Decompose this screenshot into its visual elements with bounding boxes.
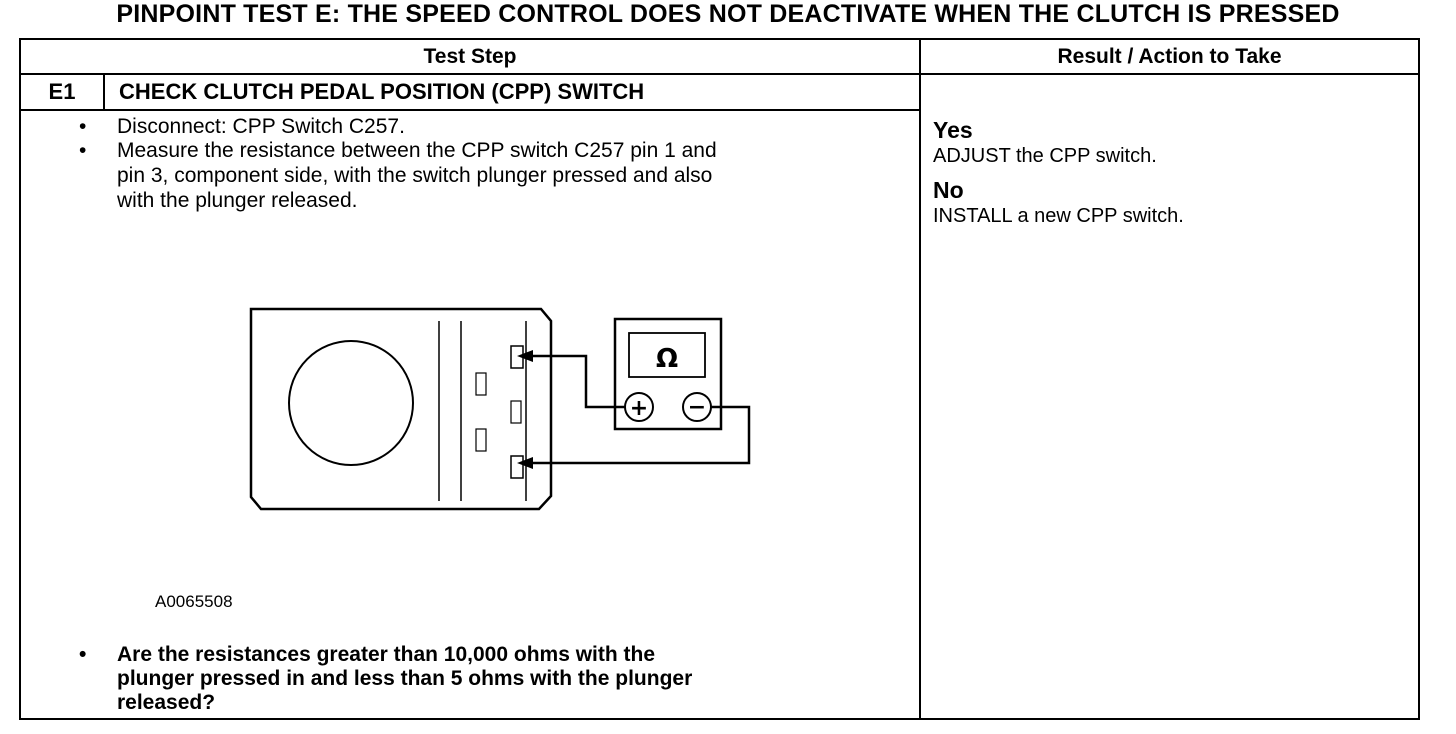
cpp-switch-diagram: Ω + − (249, 307, 751, 511)
instruction-line: Disconnect: CPP Switch C257. (117, 115, 405, 138)
step-id: E1 (19, 73, 105, 111)
negative-symbol: − (688, 395, 706, 420)
instruction-continuation: pin 3, component side, with the switch p… (117, 164, 712, 188)
instruction-line: Measure the resistance between the CPP s… (117, 139, 717, 162)
terminal-pin-3 (510, 455, 524, 479)
figure-code: A0065508 (155, 592, 233, 611)
ohmmeter-display (628, 332, 706, 378)
bullet-dot: • (79, 643, 87, 666)
header-test-step: Test Step (19, 38, 921, 75)
ohm-symbol: Ω (656, 344, 678, 374)
question-continuation: plunger pressed in and less than 5 ohms … (117, 667, 692, 691)
result-yes-label: Yes (933, 117, 973, 143)
ohmmeter (613, 317, 723, 431)
bullet-dot: • (79, 115, 87, 138)
step-body: • Disconnect: CPP Switch C257. • Measure… (19, 109, 921, 720)
instruction-line: with the plunger released. (117, 189, 358, 212)
result-cell: Yes ADJUST the CPP switch. No INSTALL a … (919, 73, 1420, 720)
step-title: CHECK CLUTCH PEDAL POSITION (CPP) SWITCH (103, 73, 921, 111)
question-continuation: released? (117, 691, 215, 715)
result-no-action: INSTALL a new CPP switch. (933, 205, 1184, 227)
header-result-action: Result / Action to Take (919, 38, 1420, 75)
instruction-bullet: • Disconnect: CPP Switch C257. (79, 115, 405, 139)
positive-lead (521, 354, 625, 409)
bullet-dot: • (79, 139, 87, 162)
switch-plunger (288, 340, 414, 466)
instruction-continuation: with the plunger released. (117, 189, 358, 213)
result-no-label: No (933, 177, 964, 203)
positive-symbol: + (630, 396, 648, 421)
result-yes-action: ADJUST the CPP switch. (933, 145, 1157, 167)
question-line: Are the resistances greater than 10,000 … (117, 643, 656, 666)
positive-probe-tip (517, 350, 533, 362)
switch-body (249, 307, 553, 511)
question-line: released? (117, 691, 216, 714)
question-line: plunger pressed in and less than 5 ohms … (117, 667, 693, 690)
negative-probe-tip (517, 457, 533, 469)
negative-lead (521, 405, 751, 465)
page-title: PINPOINT TEST E: THE SPEED CONTROL DOES … (116, 0, 1340, 28)
instruction-line: pin 3, component side, with the switch p… (117, 164, 713, 187)
question-bullet: • Are the resistances greater than 10,00… (79, 643, 656, 667)
pinpoint-test-table: Test Step Result / Action to Take E1 CHE… (19, 38, 1420, 720)
instruction-bullet: • Measure the resistance between the CPP… (79, 139, 717, 163)
